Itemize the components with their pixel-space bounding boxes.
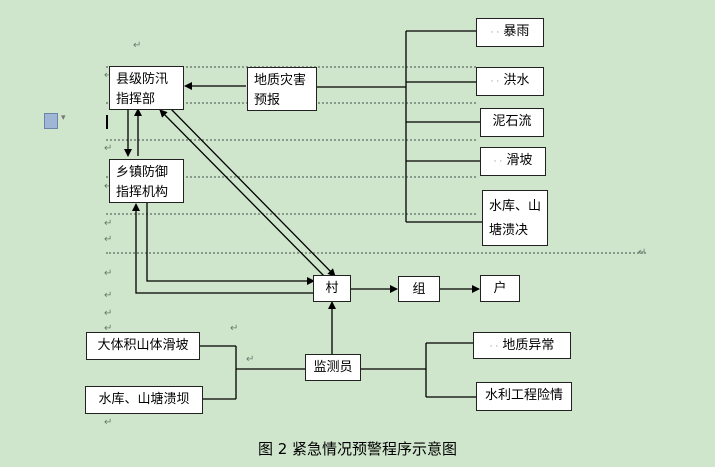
figure-caption: 图 2 紧急情况预警程序示意图 [257,440,458,458]
village-label: 村 [325,281,339,296]
geo-abnormal-box: · · 地质异常 [473,332,571,359]
paragraph-mark: ↵ [104,323,113,334]
arrow-county-to-village [169,107,336,277]
paragraph-mark: ↵ [104,181,112,192]
paragraph-mark: ↵ [133,40,142,51]
geo-forecast-line-2: 预报 [254,93,281,108]
bullet-mark: · · [490,28,500,38]
landslide-label: 滑坡 [506,153,533,168]
township-command-box: 乡镇防御 指挥机构 [109,159,184,203]
flood-box: · · 洪水 [476,67,544,96]
monitor-box: 监测员 [305,354,361,381]
dam-break-box: 水库、山塘溃坝 [85,386,203,414]
large-landslide-box: 大体积山体滑坡 [86,332,200,360]
paragraph-mark: ↵ [104,308,113,319]
geo-abnormal-label: 地质异常 [502,338,555,353]
debris-flow-label: 泥石流 [492,114,532,129]
township-line-2: 指挥机构 [116,185,169,200]
large-landslide-label: 大体积山体滑坡 [97,338,189,353]
bullet-mark: · · [493,157,503,167]
bullet-mark: · · [489,342,499,352]
dotted-row [106,176,476,178]
household-box: 户 [480,275,520,302]
paragraph-mark: ↵ [104,70,112,81]
paragraph-mark: ↵ [638,247,647,258]
text-cursor [106,115,108,129]
paragraph-mark: ↵ [104,290,113,301]
group-box: 组 [398,276,440,302]
geo-forecast-line-1: 地质灾害 [254,73,307,88]
debris-flow-box: 泥石流 [480,108,544,137]
water-danger-label: 水利工程险情 [484,388,563,403]
paragraph-mark: ↵ [104,143,113,154]
group-label: 组 [412,282,426,297]
landslide-box: · · 滑坡 [480,147,546,176]
paragraph-mark: ↵ [246,354,255,365]
dotted-row [106,139,476,141]
county-line-2: 指挥部 [116,92,156,107]
rainstorm-box: · · 暴雨 [476,18,544,47]
rainstorm-label: 暴雨 [503,24,530,39]
document-icon[interactable] [44,113,58,129]
paragraph-mark: ↵ [104,417,113,428]
village-box: 村 [313,275,351,302]
household-label: 户 [493,281,507,296]
paragraph-mark: ↵ [104,234,113,245]
monitor-label: 监测员 [313,360,353,375]
paragraph-mark: ↵ [104,218,113,229]
geo-forecast-box: 地质灾害 预报 [247,67,317,111]
reservoir-break-box: 水库、山 塘溃决 [482,190,548,246]
county-line-1: 县级防汛 [116,72,169,87]
flood-label: 洪水 [503,73,530,88]
water-danger-box: 水利工程险情 [476,382,572,411]
dotted-row [106,252,646,254]
arrow-village-to-township [132,203,314,294]
township-line-1: 乡镇防御 [116,165,169,180]
paragraph-mark: ↵ [104,268,113,279]
paragraph-mark: ↵ [230,323,239,334]
dotted-row [106,213,476,215]
arrow-township-to-village [146,202,315,285]
dam-break-label: 水库、山塘溃坝 [98,392,190,407]
arrow-village-to-county [159,109,326,278]
reservoir-break-line-2: 塘溃决 [489,223,529,238]
bullet-mark: · · [490,77,500,87]
dropdown-arrow-icon[interactable]: ▾ [61,113,66,123]
reservoir-break-line-1: 水库、山 [489,199,542,214]
county-command-box: 县级防汛 指挥部 [109,66,184,110]
